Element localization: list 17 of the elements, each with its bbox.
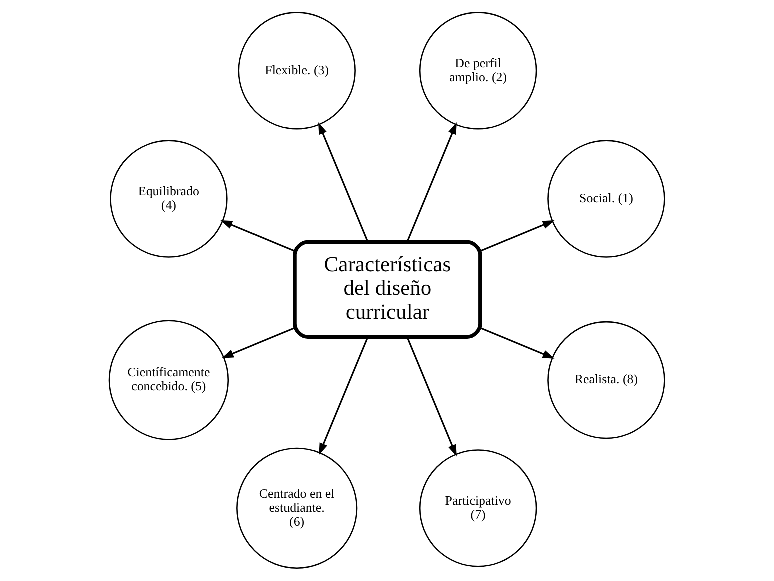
arrow bbox=[406, 336, 457, 457]
node-circle: De perfil amplio. (2) bbox=[419, 12, 538, 130]
arrow bbox=[220, 220, 296, 252]
node-circle: Participativo (7) bbox=[419, 450, 538, 568]
node-circle: Realista. (8) bbox=[548, 321, 666, 440]
node-circle: Centrado en el estudiante. (6) bbox=[236, 448, 358, 569]
node-box: Características del diseño curricular bbox=[293, 240, 482, 339]
arrow bbox=[318, 122, 369, 242]
arrow bbox=[222, 327, 296, 358]
arrow bbox=[480, 220, 555, 252]
arrow bbox=[406, 122, 457, 242]
node-circle: Científicamente concebido. (5) bbox=[108, 320, 230, 440]
node-circle: Equilibrado (4) bbox=[110, 140, 228, 258]
node-circle: Social. (1) bbox=[548, 140, 666, 258]
node-circle: Flexible. (3) bbox=[238, 12, 356, 130]
arrow bbox=[480, 327, 555, 359]
arrow bbox=[319, 336, 369, 456]
